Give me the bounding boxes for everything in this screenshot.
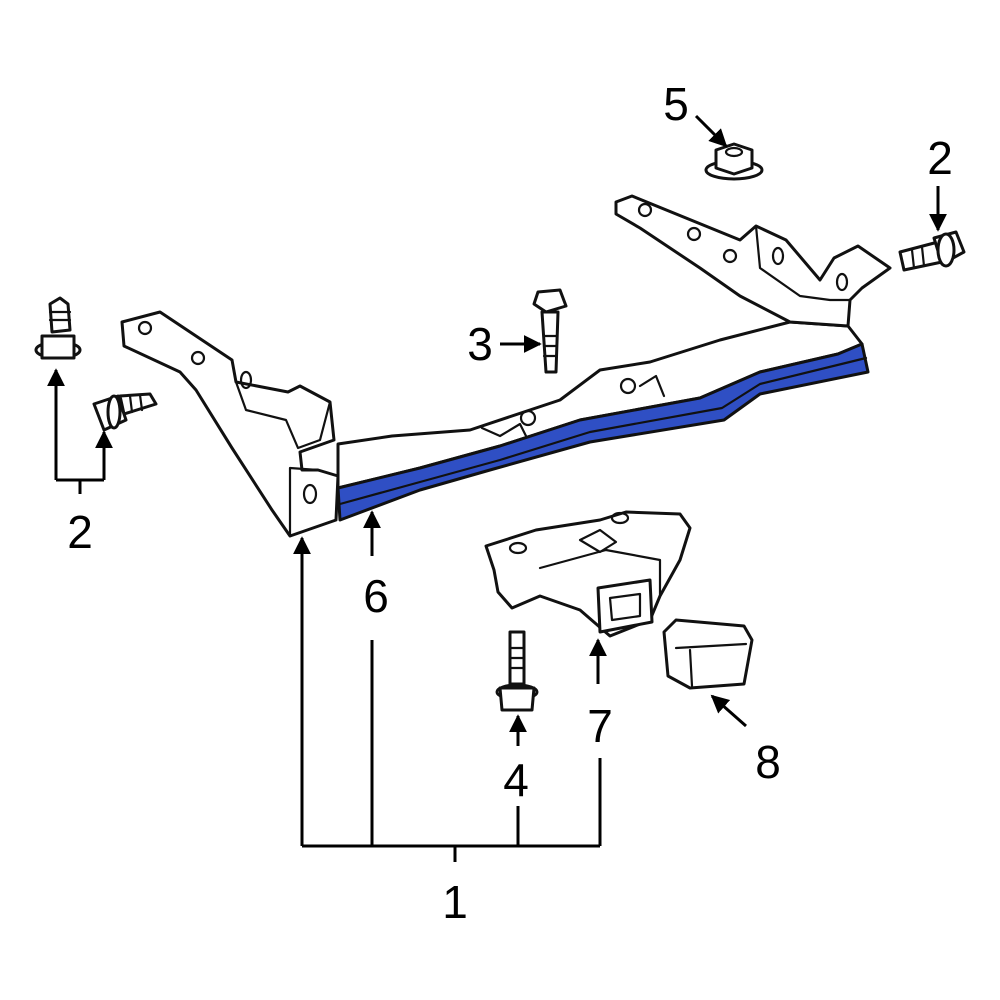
- tube-hole: [519, 409, 537, 427]
- callout-3: 3: [467, 318, 493, 370]
- bolt-3: [532, 288, 568, 374]
- callout-8: 8: [755, 736, 781, 788]
- callout-4: 4: [503, 754, 529, 806]
- bracket-edge: [288, 466, 320, 538]
- tube-hole: [619, 377, 637, 395]
- bracket-hole: [835, 272, 849, 292]
- right-mounting-bracket: [614, 194, 892, 328]
- flange-nut-5: [704, 142, 764, 181]
- bracket-hole: [239, 370, 253, 390]
- right-horizontal-bolt: [898, 230, 966, 272]
- callout-2-left: 2: [67, 506, 93, 558]
- receiver-cover-8: [662, 618, 754, 690]
- left-vertical-bolt: [34, 296, 82, 360]
- crossmember-top: [336, 320, 864, 490]
- bracket-hole: [302, 483, 318, 505]
- bracket-fold: [754, 224, 852, 302]
- bracket-hole: [137, 320, 153, 336]
- callout-5: 5: [663, 78, 689, 130]
- bracket-hole: [686, 226, 702, 242]
- bracket-hole: [637, 202, 653, 218]
- callout-7: 7: [587, 700, 613, 752]
- left-horizontal-bolt: [92, 392, 158, 432]
- bracket-hole: [722, 248, 738, 264]
- left-mounting-bracket: [120, 310, 340, 538]
- bracket-hole: [190, 350, 206, 366]
- callout-6: 6: [363, 570, 389, 622]
- leader-lines: [47, 114, 947, 862]
- bracket-hole: [771, 246, 785, 266]
- reinforcement-edge: [338, 356, 868, 506]
- tube-seam: [638, 374, 666, 398]
- bracket-fold: [234, 380, 332, 450]
- callout-2-right: 2: [927, 132, 953, 184]
- bolt-4: [495, 630, 539, 712]
- hitch-crossmember: [120, 194, 892, 538]
- hitch-receiver-7: [484, 510, 692, 638]
- callout-1: 1: [442, 876, 468, 928]
